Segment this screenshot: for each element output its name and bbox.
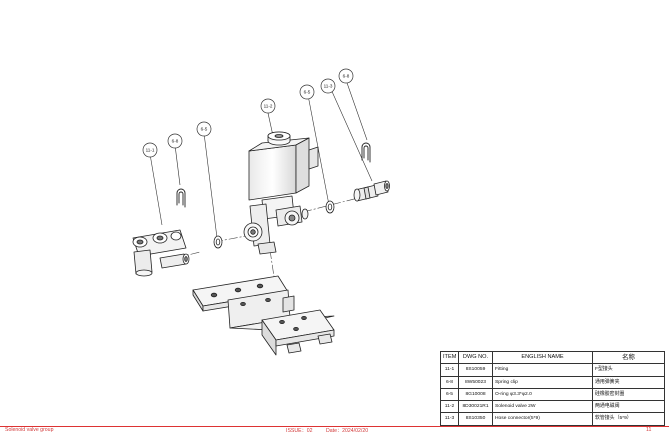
footer-divider <box>0 426 669 427</box>
cell-english-name: Spring clip <box>492 375 593 389</box>
balloon-6-5-right: 6-5 <box>299 84 315 100</box>
cell-chinese-name: 软管接头（5*9） <box>592 412 665 426</box>
svg-text:6-5: 6-5 <box>201 127 208 132</box>
footer-date: Date：2024/02/20 <box>326 428 369 434</box>
table-row: 11-3 8S10350 Hose connector(5*9) 软管接头（5*… <box>440 412 665 426</box>
cell-english-name: Fitting <box>492 363 593 377</box>
fitting <box>132 229 190 277</box>
o-ring-left <box>213 235 223 249</box>
svg-text:6-8: 6-8 <box>343 74 350 79</box>
cell-english-name: O-ring φ3.3*φ2.0 <box>492 387 593 402</box>
table-row: 11-1 8S10059 Fitting F型接头 <box>440 363 665 377</box>
cell-english-name: Solenoid valve 2W <box>492 400 593 414</box>
header-dwg-no: DWG NO. <box>458 350 493 365</box>
balloon-6-8-left: 6-8 <box>167 133 183 149</box>
cell-chinese-name: 硅橡胶密封圈 <box>592 387 665 402</box>
table-row: 6-5 8G10008 O-ring φ3.3*φ2.0 硅橡胶密封圈 <box>440 387 665 402</box>
valve-body <box>243 195 309 255</box>
cell-english-name: Hose connector(5*9) <box>492 412 593 426</box>
cell-chinese-name: F型接头 <box>592 363 665 377</box>
svg-text:11-1: 11-1 <box>146 148 155 153</box>
svg-text:11-3: 11-3 <box>324 84 333 89</box>
cell-item: 11-2 <box>440 400 459 414</box>
cell-dwg-no: 8W50023 <box>458 375 493 389</box>
cell-item: 6-8 <box>440 375 459 389</box>
spring-clip-right <box>361 142 371 163</box>
table-row: 6-8 8W50023 Spring clip 通用弹簧夹 <box>440 375 665 389</box>
parts-list-table: ITEM DWG NO. ENGLISH NAME 名称 11-1 8S1005… <box>440 350 665 426</box>
cell-item: 11-3 <box>440 412 459 426</box>
balloon-11-1: 11-1 <box>142 142 158 158</box>
cell-dwg-no: 8S10059 <box>458 363 493 377</box>
balloon-6-8-right: 6-8 <box>338 68 354 84</box>
svg-text:6-8: 6-8 <box>172 139 179 144</box>
o-ring-right <box>325 200 335 214</box>
cell-dwg-no: 8D30021R1 <box>458 400 493 414</box>
header-chinese-name: 名称 <box>592 350 665 365</box>
table-row: 11-2 8D30021R1 Solenoid valve 2W 两通电磁阀 <box>440 400 665 414</box>
mounting-bracket <box>192 275 335 356</box>
footer-title: Solenoid valve group <box>5 427 54 433</box>
cell-item: 11-1 <box>440 363 459 377</box>
header-item: ITEM <box>440 350 459 365</box>
balloon-11-3: 11-3 <box>320 78 336 94</box>
cell-chinese-name: 两通电磁阀 <box>592 400 665 414</box>
svg-text:11-2: 11-2 <box>264 104 273 109</box>
balloon-6-5-left: 6-5 <box>196 121 212 137</box>
svg-text:6-5: 6-5 <box>304 90 311 95</box>
hose-connector <box>353 180 390 202</box>
spring-clip-left <box>176 188 186 208</box>
cell-dwg-no: 8G10008 <box>458 387 493 402</box>
header-english-name: ENGLISH NAME <box>492 350 593 365</box>
leader-lines <box>149 79 373 239</box>
footer-issue: ISSUE：02 <box>286 428 313 434</box>
solenoid-coil <box>248 131 319 201</box>
cell-item: 6-5 <box>440 387 459 402</box>
cell-dwg-no: 8S10350 <box>458 412 493 426</box>
balloon-11-2: 11-2 <box>260 98 276 114</box>
part-balloons: 11-2 11-3 6-8 6-5 11-1 6-8 6-5 <box>142 68 354 158</box>
table-header-row: ITEM DWG NO. ENGLISH NAME 名称 <box>440 350 665 365</box>
footer-page-number: 11 <box>646 427 652 433</box>
cell-chinese-name: 通用弹簧夹 <box>592 375 665 389</box>
